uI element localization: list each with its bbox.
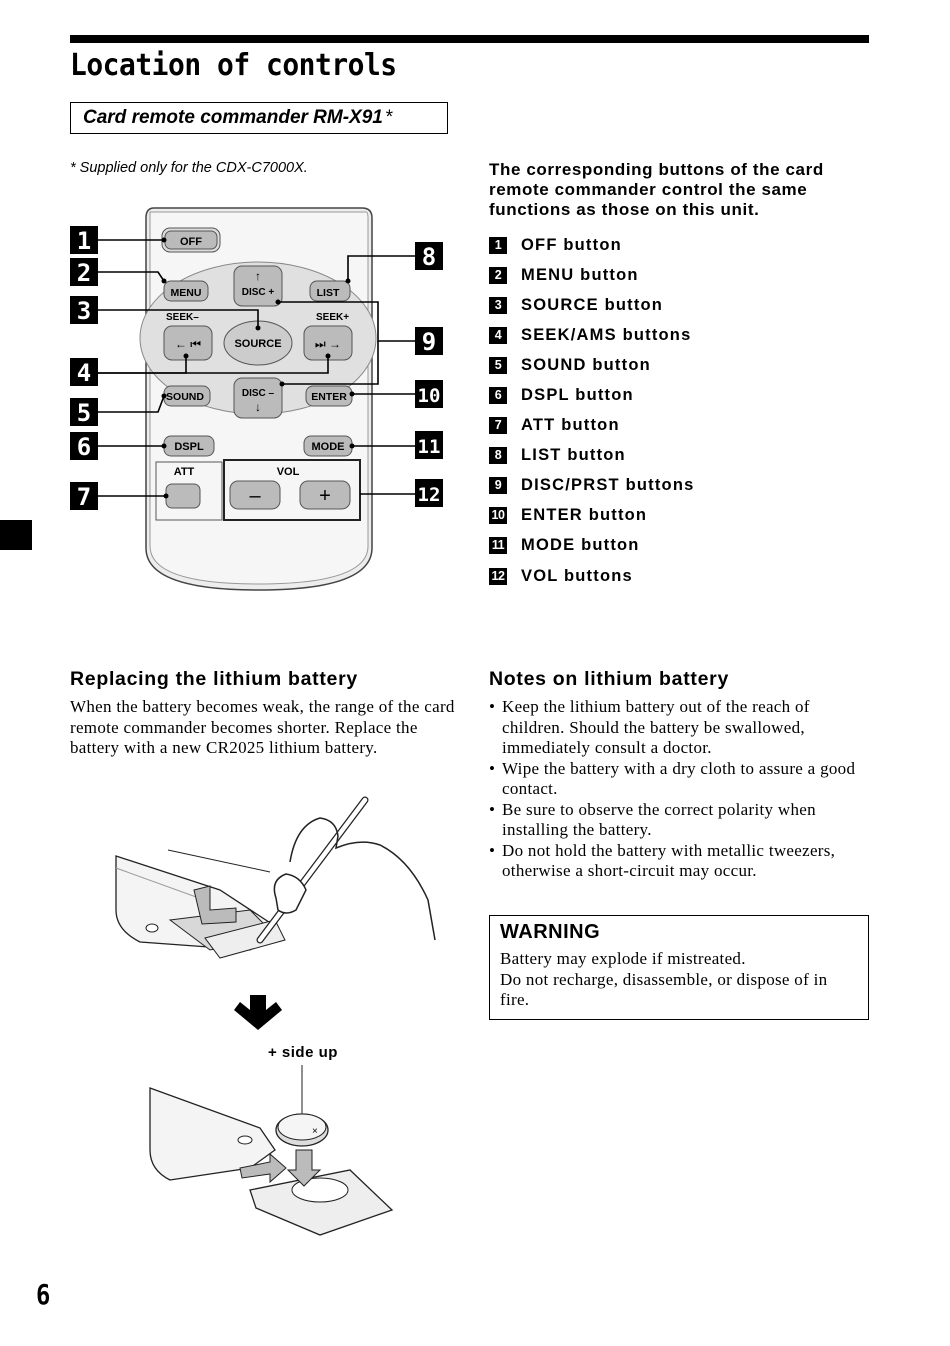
att-button[interactable] bbox=[165, 483, 201, 509]
svg-text:MODE: MODE bbox=[312, 441, 345, 453]
remote-illustration: OFF MENU LIST ↑ DISC + SEEK– SEEK+ ← ⏮ ⏭… bbox=[70, 207, 443, 591]
svg-text:DISC +: DISC + bbox=[242, 287, 275, 298]
vol-label: VOL bbox=[277, 466, 300, 478]
menu-button[interactable]: MENU bbox=[163, 280, 209, 302]
svg-text:DISC –: DISC – bbox=[242, 388, 275, 399]
svg-text:SOURCE: SOURCE bbox=[234, 338, 281, 350]
plus-mark: × bbox=[312, 1126, 318, 1137]
svg-text:SOUND: SOUND bbox=[166, 391, 204, 403]
svg-text:↑: ↑ bbox=[255, 269, 261, 283]
subtitle-mark: * bbox=[384, 107, 393, 128]
battery-heading: Replacing the lithium battery bbox=[70, 668, 358, 690]
seek-minus-button[interactable]: ← ⏮ bbox=[163, 325, 213, 361]
callout-1: 1 bbox=[70, 226, 98, 255]
subtitle-box: Card remote commander RM-X91 * bbox=[70, 102, 448, 134]
callout-7: 7 bbox=[70, 482, 98, 511]
svg-text:9: 9 bbox=[422, 328, 436, 356]
seek-plus-button[interactable]: ⏭ → bbox=[303, 325, 353, 361]
warning-line: Do not recharge, disassemble, or dispose… bbox=[500, 969, 828, 1010]
notes-list: Keep the lithium battery out of the reac… bbox=[489, 697, 869, 882]
svg-text:1: 1 bbox=[77, 227, 91, 255]
disc-plus-button[interactable]: ↑ DISC + bbox=[233, 265, 283, 307]
callout-12: 12 bbox=[415, 479, 443, 507]
svg-text:8: 8 bbox=[422, 243, 436, 271]
page-title: Location of controls bbox=[70, 48, 397, 83]
list-item: Wipe the battery with a dry cloth to ass… bbox=[489, 759, 869, 800]
svg-text:⏭ →: ⏭ → bbox=[315, 337, 341, 351]
disc-minus-button[interactable]: DISC – ↓ bbox=[233, 377, 283, 419]
callout-10: 10 bbox=[415, 380, 443, 408]
svg-text:MENU: MENU bbox=[171, 287, 202, 299]
svg-text:↓: ↓ bbox=[255, 400, 261, 414]
controls-heading: The corresponding buttons of the card re… bbox=[489, 160, 824, 219]
side-up-label: + side up bbox=[268, 1044, 338, 1061]
svg-text:LIST: LIST bbox=[317, 287, 340, 299]
dspl-button[interactable]: DSPL bbox=[163, 435, 215, 457]
svg-text:+: + bbox=[319, 485, 331, 507]
warning-line: Battery may explode if mistreated. bbox=[500, 949, 746, 968]
mode-button[interactable]: MODE bbox=[303, 435, 353, 457]
vol-minus-button[interactable]: – bbox=[229, 480, 281, 510]
subtitle: Card remote commander RM-X91 bbox=[83, 107, 383, 128]
seek-plus-label: SEEK+ bbox=[316, 312, 349, 323]
svg-text:4: 4 bbox=[77, 359, 91, 387]
callout-4: 4 bbox=[70, 358, 98, 387]
off-button[interactable]: OFF bbox=[161, 227, 221, 253]
callout-5: 5 bbox=[70, 398, 98, 427]
header-rule bbox=[70, 35, 869, 43]
callout-2: 2 bbox=[70, 258, 98, 287]
callout-8: 8 bbox=[415, 242, 443, 271]
warning-title: WARNING bbox=[500, 921, 601, 943]
callout-6: 6 bbox=[70, 432, 98, 461]
att-label: ATT bbox=[174, 466, 195, 478]
list-item: Keep the lithium battery out of the reac… bbox=[489, 697, 869, 759]
warning-box: WARNING Battery may explode if mistreate… bbox=[489, 915, 869, 1020]
svg-text:DSPL: DSPL bbox=[174, 441, 204, 453]
sound-button[interactable]: SOUND bbox=[163, 385, 211, 407]
svg-text:2: 2 bbox=[77, 259, 91, 287]
callout-9: 9 bbox=[415, 327, 443, 356]
section-tab-mark bbox=[0, 520, 32, 550]
svg-text:3: 3 bbox=[77, 297, 91, 325]
battery-illustration: + side up × bbox=[115, 796, 436, 1236]
svg-text:ENTER: ENTER bbox=[311, 391, 347, 403]
callout-3: 3 bbox=[70, 296, 98, 325]
callout-11: 11 bbox=[415, 431, 443, 459]
svg-text:10: 10 bbox=[418, 385, 441, 407]
list-item: Do not hold the battery with metallic tw… bbox=[489, 841, 869, 882]
enter-button[interactable]: ENTER bbox=[305, 385, 353, 407]
svg-text:6: 6 bbox=[77, 433, 91, 461]
seek-minus-label: SEEK– bbox=[166, 312, 199, 323]
list-item: Be sure to observe the correct polarity … bbox=[489, 800, 869, 841]
vol-plus-button[interactable]: + bbox=[299, 480, 351, 510]
battery-text: When the battery becomes weak, the range… bbox=[70, 697, 455, 757]
svg-text:7: 7 bbox=[77, 483, 91, 511]
svg-text:← ⏮: ← ⏮ bbox=[175, 337, 201, 351]
footnote: * Supplied only for the CDX-C7000X. bbox=[70, 160, 308, 176]
notes-heading: Notes on lithium battery bbox=[489, 668, 729, 690]
page-number: 6 bbox=[36, 1278, 51, 1311]
svg-text:OFF: OFF bbox=[180, 236, 202, 248]
source-button[interactable]: SOURCE bbox=[223, 320, 293, 366]
svg-text:–: – bbox=[249, 485, 261, 507]
list-button[interactable]: LIST bbox=[309, 280, 351, 302]
svg-text:11: 11 bbox=[418, 436, 441, 458]
svg-text:5: 5 bbox=[77, 399, 91, 427]
svg-text:12: 12 bbox=[418, 484, 441, 506]
